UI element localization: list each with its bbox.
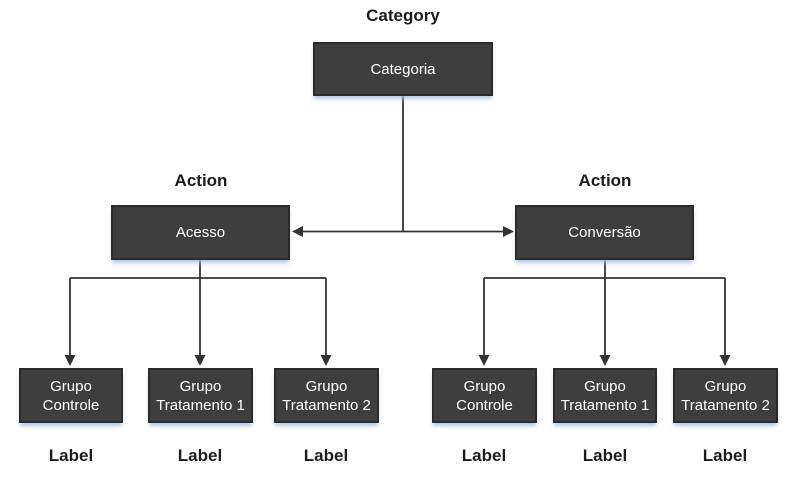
leaf-node-box: Grupo Controle [432,368,537,423]
leaf-caption: Label [582,446,628,465]
branch-node-box-right: Conversão [515,205,694,260]
leaf-node-line2: Tratamento 2 [681,396,770,414]
root-heading: Category [366,6,440,25]
leaf-node-box: Grupo Controle [19,368,123,423]
leaf-caption: Label [461,446,507,465]
leaf-node-box: Grupo Tratamento 1 [148,368,253,423]
root-node-box: Categoria [313,42,493,96]
arrowhead-down-icon [719,355,731,366]
leaf-node-line1: Grupo [463,377,506,395]
leaf-node-line2: Tratamento 1 [560,396,650,414]
leaf-node-box: Grupo Tratamento 2 [274,368,379,423]
leaf-node-line1: Grupo [50,377,92,395]
leaf-node-box: Grupo Tratamento 1 [553,368,657,423]
arrowhead-right-icon [503,226,514,237]
leaf-caption: Label [702,446,748,465]
leaf-caption: Label [48,446,94,465]
root-node-label: Categoria [370,60,436,78]
arrowhead-left-icon [292,226,303,237]
leaf-node-line1: Grupo [704,377,747,395]
arrowhead-down-icon [599,355,611,366]
leaf-node-line2: Controle [42,396,100,414]
leaf-node-box: Grupo Tratamento 2 [673,368,778,423]
branch-node-box-left: Acesso [111,205,290,260]
branch-node-label: Conversão [568,224,641,241]
leaf-node-line2: Tratamento 2 [282,396,371,414]
leaf-caption: Label [177,446,223,465]
leaf-node-line1: Grupo [305,377,348,395]
leaf-node-line2: Tratamento 1 [156,396,245,414]
leaf-caption: Label [303,446,349,465]
right-action-heading: Action [578,171,632,190]
left-action-heading: Action [174,171,228,190]
arrowhead-down-icon [64,355,76,366]
leaf-node-line2: Controle [456,396,513,414]
leaf-node-line1: Grupo [179,377,222,395]
leaf-node-line1: Grupo [584,377,626,395]
branch-node-label: Acesso [175,224,226,241]
arrowhead-down-icon [478,355,490,366]
arrowhead-down-icon [194,355,206,366]
arrowhead-down-icon [320,355,332,366]
